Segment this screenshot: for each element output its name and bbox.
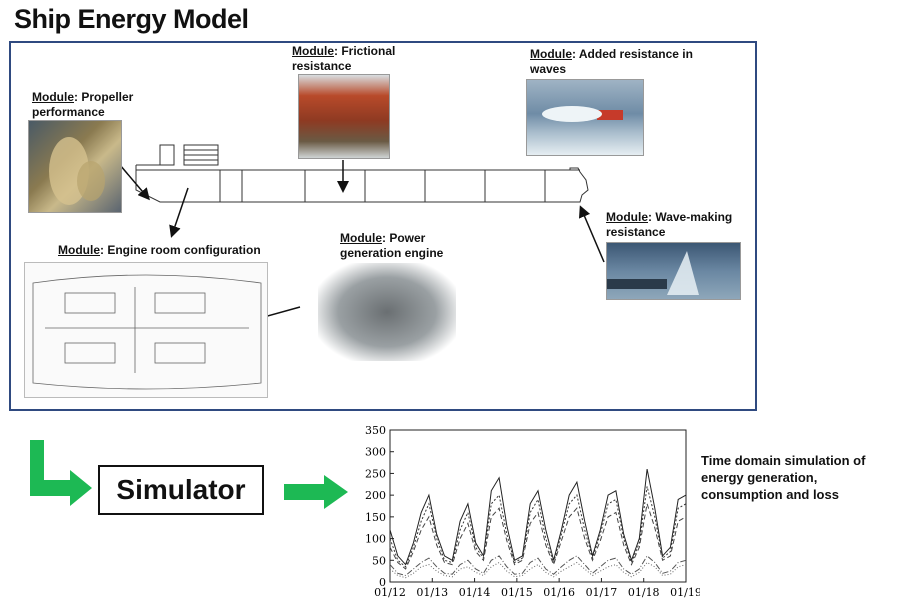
frictional-hull-photo — [298, 74, 390, 159]
x-tick-label: 01/14 — [459, 586, 491, 599]
y-tick-label: 300 — [365, 446, 386, 459]
waves-module-label: Module: Added resistance in waves — [530, 47, 693, 76]
page-title: Ship Energy Model — [14, 4, 249, 34]
y-tick-label: 350 — [365, 424, 386, 437]
series-line-4 — [389, 555, 687, 577]
engine-room-module-label: Module: Engine room configuration — [58, 243, 261, 257]
y-tick-label: 100 — [365, 533, 386, 546]
x-tick-label: 01/16 — [543, 586, 575, 599]
propeller-module-label: Module: Propeller performance — [32, 90, 134, 119]
y-tick-label: 50 — [372, 554, 386, 567]
series-line-3 — [389, 503, 687, 570]
ship-hull-schematic — [135, 144, 589, 203]
simulation-description: Time domain simulation of energy generat… — [701, 453, 866, 502]
engine-room-drawing — [24, 262, 268, 398]
y-tick-label: 200 — [365, 489, 386, 502]
simulator-box: Simulator — [98, 465, 264, 515]
frictional-module-label: Module: Frictional resistance — [292, 44, 396, 73]
x-tick-label: 01/15 — [501, 586, 533, 599]
x-tick-label: 01/12 — [374, 586, 406, 599]
x-tick-label: 01/13 — [416, 586, 448, 599]
series-line-5 — [389, 561, 687, 579]
y-tick-label: 250 — [365, 467, 386, 480]
x-tick-label: 01/19 — [670, 586, 700, 599]
energy-time-series-chart: 350 300 250 200 150 100 50 001/12 01/13 01/14 01/1… — [365, 424, 700, 599]
chart-plot-area — [389, 429, 687, 583]
power-module-label: Module: Power generation engine — [340, 231, 444, 260]
x-tick-label: 01/18 — [628, 586, 660, 599]
ship-energy-model-frame — [9, 41, 757, 411]
power-engine-photo — [318, 263, 456, 361]
propeller-photo — [28, 120, 122, 213]
series-line-1 — [389, 469, 687, 566]
wave-making-module-label: Module: Wave-making resistance — [606, 210, 733, 239]
x-tick-label: 01/17 — [586, 586, 618, 599]
green-right-arrow — [284, 475, 348, 509]
waves-ship-photo — [526, 79, 644, 156]
green-turn-arrow — [30, 440, 92, 506]
series-line-2 — [389, 486, 687, 568]
y-tick-label: 0 — [379, 576, 386, 589]
wave-making-photo — [606, 242, 741, 300]
y-tick-label: 150 — [365, 511, 386, 524]
